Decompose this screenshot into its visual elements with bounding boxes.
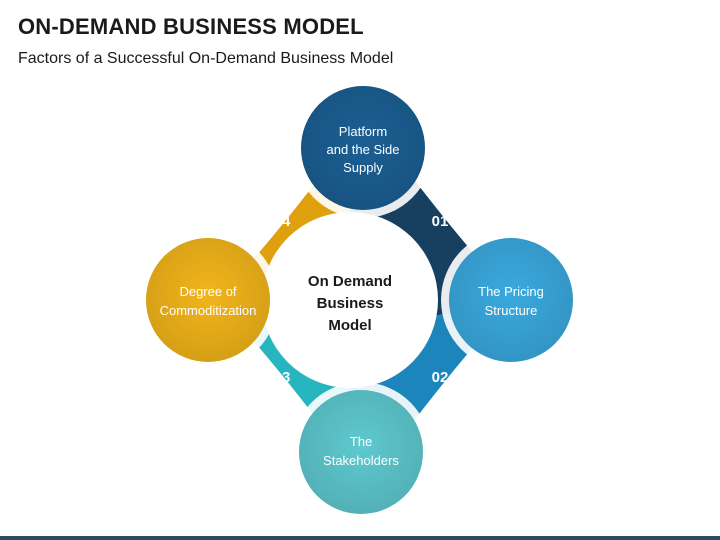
factor-node-04: Degree of Commoditization — [138, 230, 278, 370]
factor-02-line-2: Structure — [485, 303, 538, 318]
factor-node-02: The Pricing Structure — [441, 230, 581, 370]
step-number-03: 03 — [274, 369, 291, 386]
factor-04-line-2: Commoditization — [160, 303, 257, 318]
step-number-02: 02 — [432, 369, 449, 386]
factor-01-line-3: Supply — [343, 160, 383, 175]
center-label-line-2: Business — [317, 295, 384, 312]
center-label-line-3: Model — [328, 317, 371, 334]
step-number-01: 01 — [432, 213, 449, 230]
factor-02-line-1: The Pricing — [478, 284, 544, 299]
page-title: ON-DEMAND BUSINESS MODEL — [18, 14, 364, 39]
factor-03-line-1: The — [350, 434, 372, 449]
bottom-accent-bar — [0, 536, 720, 540]
factor-03-line-2: Stakeholders — [323, 453, 399, 468]
center-label-line-1: On Demand — [308, 273, 392, 290]
center-circle — [262, 212, 438, 388]
step-number-04: 04 — [274, 213, 291, 230]
factor-01-line-2: and the Side — [326, 142, 399, 157]
factor-node-03: The Stakeholders — [291, 382, 431, 522]
page-subtitle: Factors of a Successful On-Demand Busine… — [18, 50, 394, 67]
factor-04-line-1: Degree of — [179, 284, 236, 299]
factor-node-01: Platform and the Side Supply — [293, 78, 433, 218]
factor-01-line-1: Platform — [339, 124, 387, 139]
